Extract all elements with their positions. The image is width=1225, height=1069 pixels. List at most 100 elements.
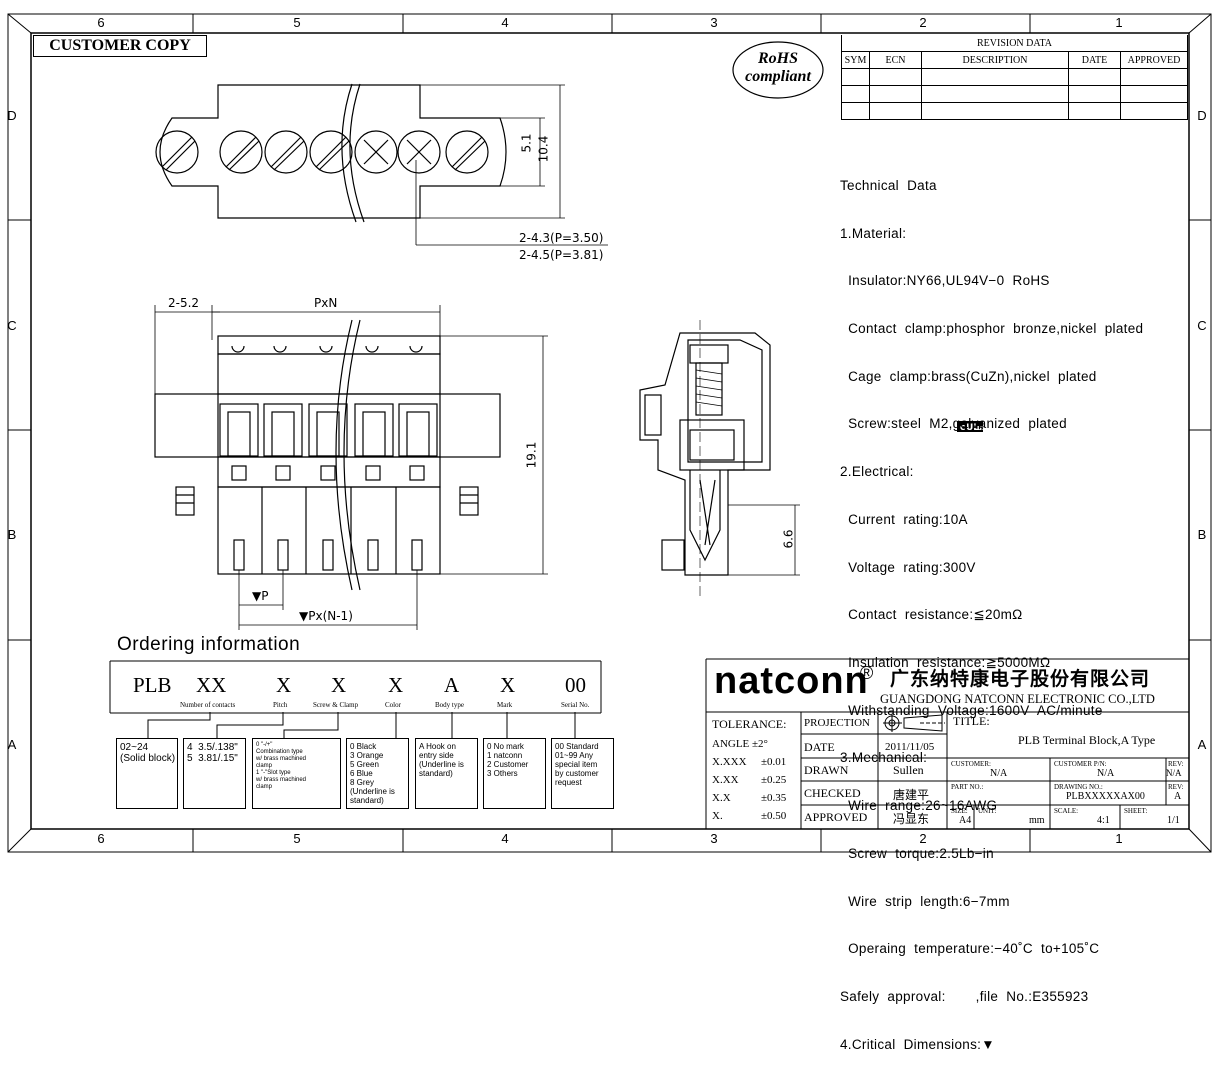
customer-pn-label: CUSTOMER P/N: <box>1054 760 1107 768</box>
tol-val: ±0.50 <box>761 810 787 822</box>
order-code: X <box>331 673 347 697</box>
tech-line: Current rating:10A <box>840 511 968 527</box>
rohs-line1: RoHS <box>757 50 798 67</box>
order-label: Body type <box>435 701 464 709</box>
order-label: Mark <box>497 701 513 709</box>
order-label: Screw & Clamp <box>313 701 359 709</box>
dim-10-4: 10.4 <box>536 135 551 163</box>
order-box-color: 0 Black 3 Orange 5 Green 6 Blue 8 Grey (… <box>346 738 409 809</box>
part-no-label: PART NO.: <box>951 783 984 791</box>
zone-label: C <box>1197 318 1207 333</box>
tol-key: X. <box>712 810 723 822</box>
tolerance-label: TOLERANCE: <box>712 717 787 731</box>
dim-6-6: 6.6 <box>781 529 796 549</box>
tech-line: Contact clamp:phosphor bronze,nickel pla… <box>840 320 1144 336</box>
ul-mark-icon: c UL us <box>957 421 986 433</box>
front-view <box>154 305 548 630</box>
order-box-serial: 00 Standard 01~99 Any special item by cu… <box>551 738 614 809</box>
zone-label: 1 <box>1115 15 1123 30</box>
dim-2-5-2: 2-5.2 <box>168 296 200 310</box>
tol-key: X.XX <box>712 774 739 786</box>
sheet-label: SHEET: <box>1124 807 1148 815</box>
order-label: Number of contacts <box>180 701 236 709</box>
drawn-label: DRAWN <box>804 763 849 777</box>
customer-value: N/A <box>990 768 1008 779</box>
zone-label: B <box>7 527 17 542</box>
zone-label: 3 <box>710 831 718 846</box>
drawn-value: Sullen <box>893 763 924 777</box>
rev2-value: A <box>1174 791 1182 802</box>
zone-label: 6 <box>97 15 105 30</box>
company-logo: natconn <box>714 660 869 702</box>
rev-value: N/A <box>1166 768 1182 778</box>
order-code: 00 <box>565 673 586 697</box>
zone-label: C <box>7 318 17 333</box>
tol-val: ±0.25 <box>761 774 787 786</box>
order-code: A <box>444 673 460 697</box>
tech-line: Cage clamp:brass(CuZn),nickel plated <box>840 368 1097 384</box>
zone-label: D <box>7 108 17 123</box>
angle-tolerance: ANGLE ±2° <box>712 738 768 750</box>
order-box-mark: 0 No mark 1 natconn 2 Customer 3 Others <box>483 738 546 809</box>
approved-label: APPROVED <box>804 810 868 824</box>
scale-value: 4:1 <box>1097 815 1110 826</box>
tol-val: ±0.01 <box>761 756 787 768</box>
checked-value: 唐建平 <box>893 788 930 802</box>
tech-line: 1.Material: <box>840 225 907 241</box>
zone-label: 5 <box>293 15 301 30</box>
safety-file: ,file No.:E355923 <box>975 989 1089 1005</box>
revision-header: SYM <box>841 51 870 69</box>
order-code: XX <box>196 673 227 697</box>
checked-label: CHECKED <box>804 786 861 800</box>
rohs-badge: RoHS compliant <box>736 50 820 86</box>
revision-title: REVISION DATA <box>841 35 1188 52</box>
rohs-line2: compliant <box>745 68 811 85</box>
svg-text:c: c <box>960 423 965 433</box>
scale-label: SCALE: <box>1054 807 1079 815</box>
drawing-sheet: c UL us <box>7 13 1212 853</box>
drawing-no-value: PLBXXXXXAX00 <box>1066 791 1145 802</box>
order-box-pitch: 4 3.5/.138" 5 3.81/.15" <box>183 738 246 809</box>
rev-label: REV: <box>1168 760 1184 768</box>
tol-key: X.X <box>712 792 731 804</box>
tech-line: Operaing temperature:−40˚C to+105˚C <box>840 941 1100 957</box>
order-box-screw: 0 "-/+" Combination type w/ brass machin… <box>252 738 341 809</box>
tech-line: Insulator:NY66,UL94V−0 RoHS <box>840 273 1050 289</box>
dim-p: ▼P <box>252 589 269 603</box>
company-name-cn: 广东纳特康电子股份有限公司 <box>890 669 1151 690</box>
revision-header: DESCRIPTION <box>921 51 1069 69</box>
zone-label: 2 <box>919 831 927 846</box>
tech-line: Voltage rating:300V <box>840 559 976 575</box>
zone-label: 5 <box>293 831 301 846</box>
dim-hole-35: 2-4.3(P=3.50) <box>519 231 604 245</box>
order-box-contacts: 02~24 (Solid block) <box>116 738 178 809</box>
drawing-no-label: DRAWING NO.: <box>1054 783 1103 791</box>
unit-value: mm <box>1029 815 1045 826</box>
order-code: X <box>500 673 516 697</box>
approved-value: 冯显东 <box>893 812 930 826</box>
ordering-title: Ordering information <box>117 634 301 655</box>
tech-line: 2.Electrical: <box>840 464 914 480</box>
zone-label: 4 <box>501 15 509 30</box>
zone-label: A <box>1197 737 1207 752</box>
size-label: SIZE: <box>951 807 968 815</box>
customer-pn-value: N/A <box>1097 768 1115 779</box>
order-code: PLB <box>133 673 172 697</box>
rev2-label: REV: <box>1168 783 1184 791</box>
projection-label: PROJECTION <box>804 717 871 729</box>
side-view <box>639 320 800 600</box>
zone-label: A <box>7 737 17 752</box>
tech-line: Technical Data <box>840 177 937 193</box>
dim-pxn-1: ▼Px(N-1) <box>299 609 353 623</box>
revision-header: DATE <box>1068 51 1121 69</box>
size-value: A4 <box>959 815 972 826</box>
tech-line: Wire range:26~16AWG <box>840 798 998 814</box>
tech-line: 4.Critical Dimensions:▼ <box>840 1036 995 1052</box>
title-label: TITLE: <box>953 714 990 728</box>
tech-line: Safely approval:,file No.:E355923 <box>840 989 1143 1005</box>
rohs-badge-outline <box>732 41 824 99</box>
sheet-value: 1/1 <box>1167 815 1180 826</box>
revision-header: APPROVED <box>1120 51 1188 69</box>
zone-label: 3 <box>710 15 718 30</box>
title-block-lines <box>705 658 1189 829</box>
